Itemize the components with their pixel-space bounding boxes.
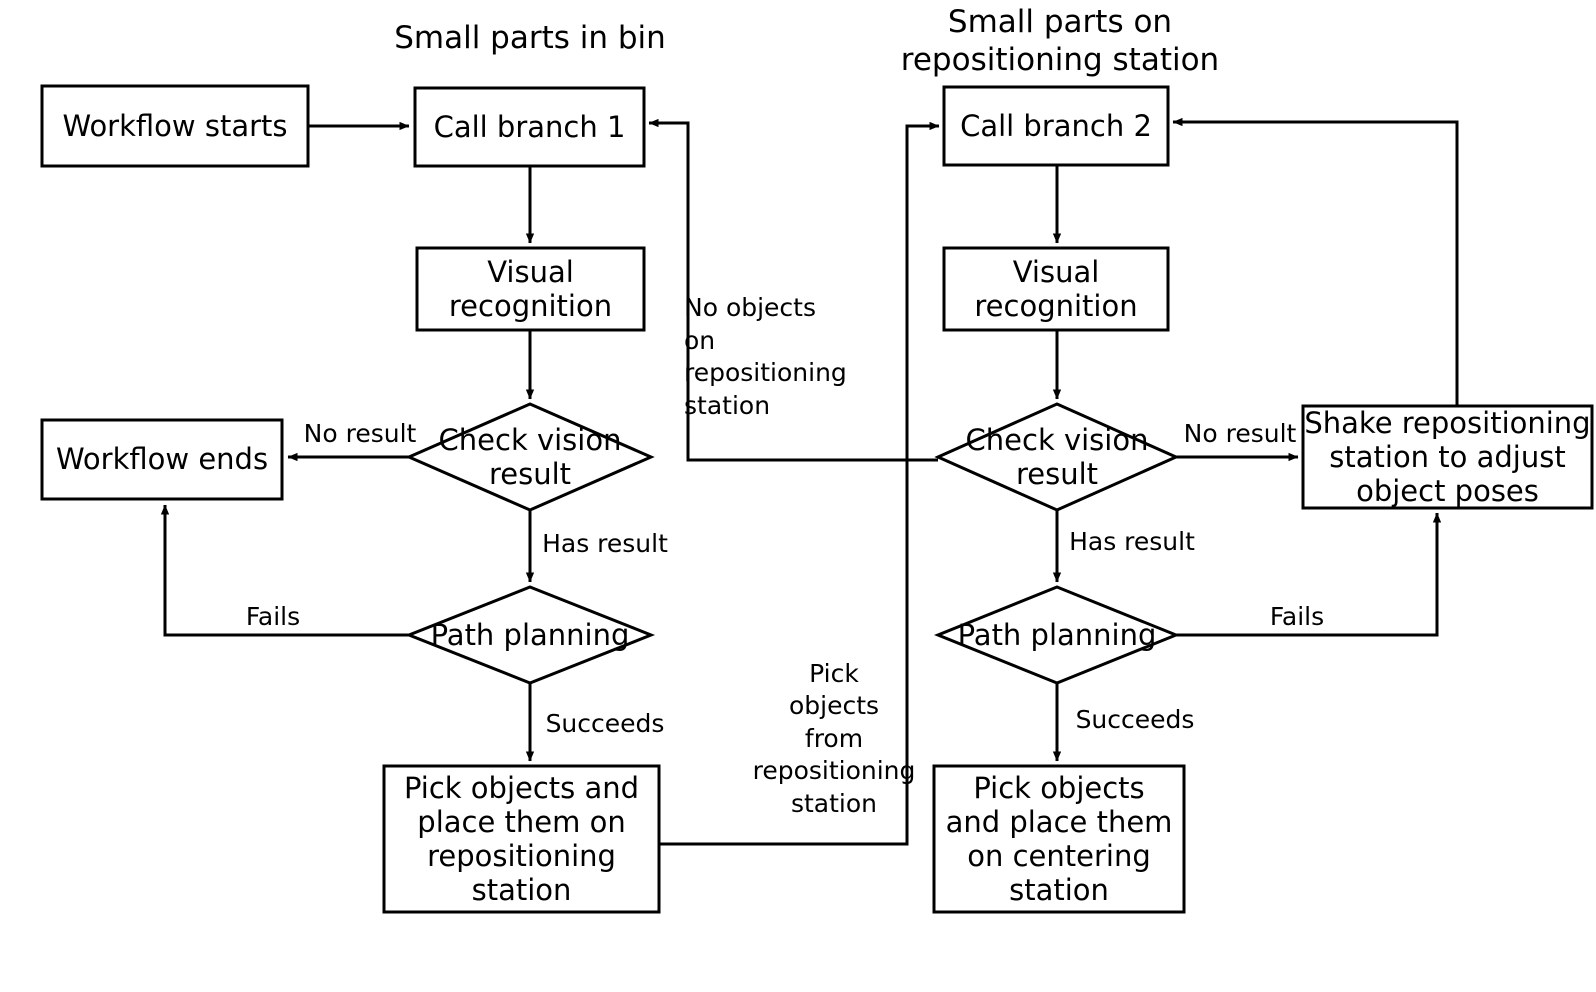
node-call-branch-2-shape [942,85,1170,167]
edge-check-vision-result-2-to-call-branch-1 [648,118,938,462]
node-pick-place-repositioning-shape [382,764,661,914]
node-visual-recognition-2-shape [942,246,1170,332]
node-workflow-starts-shape [40,84,310,168]
node-path-planning-1-shape [404,585,656,685]
node-pick-place-centering-shape [932,764,1186,914]
node-workflow-ends-shape [40,418,284,501]
edge-shake-repositioning-to-call-branch-2 [1172,117,1459,406]
node-check-vision-result-2-shape [934,402,1180,512]
node-call-branch-1-shape [413,86,646,168]
edge-path-planning-1-to-workflow-ends [160,504,409,637]
node-visual-recognition-1-shape [415,246,646,332]
node-path-planning-2-shape [933,585,1181,685]
edge-pick-place-repositioning-to-call-branch-2 [659,121,940,846]
node-shake-repositioning-shape [1301,404,1594,510]
edge-path-planning-2-to-shake-repositioning [1176,512,1442,637]
node-check-vision-result-1-shape [405,402,655,512]
